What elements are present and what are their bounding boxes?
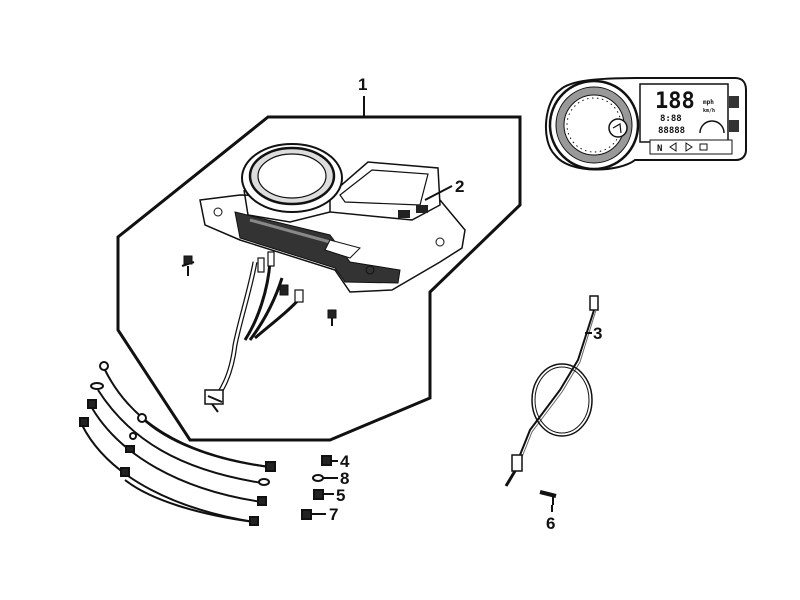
meter-button-top [729,96,739,108]
high-beam-icon [699,143,708,151]
callout-2: 2 [455,177,464,196]
neutral-indicator: N [657,144,662,154]
screw-right [327,309,337,326]
speedometer-cable [504,295,599,487]
callout-5: 5 [336,486,345,505]
fastener-group [79,361,332,526]
speed-digits: 188 [655,89,695,114]
speed-unit-lower: km/h [703,108,715,114]
wiring-harness [204,251,304,413]
callout-7: 7 [329,505,338,524]
callout-8: 8 [340,469,349,488]
clock-readout: 8:88 [660,114,682,124]
right-turn-icon [685,142,693,152]
callout-6: 6 [546,514,555,533]
dial-hub [608,118,628,138]
assembly-outline [116,115,522,442]
screw-left [181,255,195,276]
odometer-readout: 88888 [658,126,685,136]
screw-6 [539,490,557,505]
meter-face: 188 mph km/h 8:88 88888 N [544,77,747,171]
callout-4: 4 [340,452,350,471]
callout-3: 3 [593,324,602,343]
callout-1: 1 [358,75,367,94]
speed-unit-upper: mph [703,99,714,106]
meter-housing [199,143,466,293]
meter-button-bottom [729,120,739,132]
left-turn-icon [669,142,677,152]
